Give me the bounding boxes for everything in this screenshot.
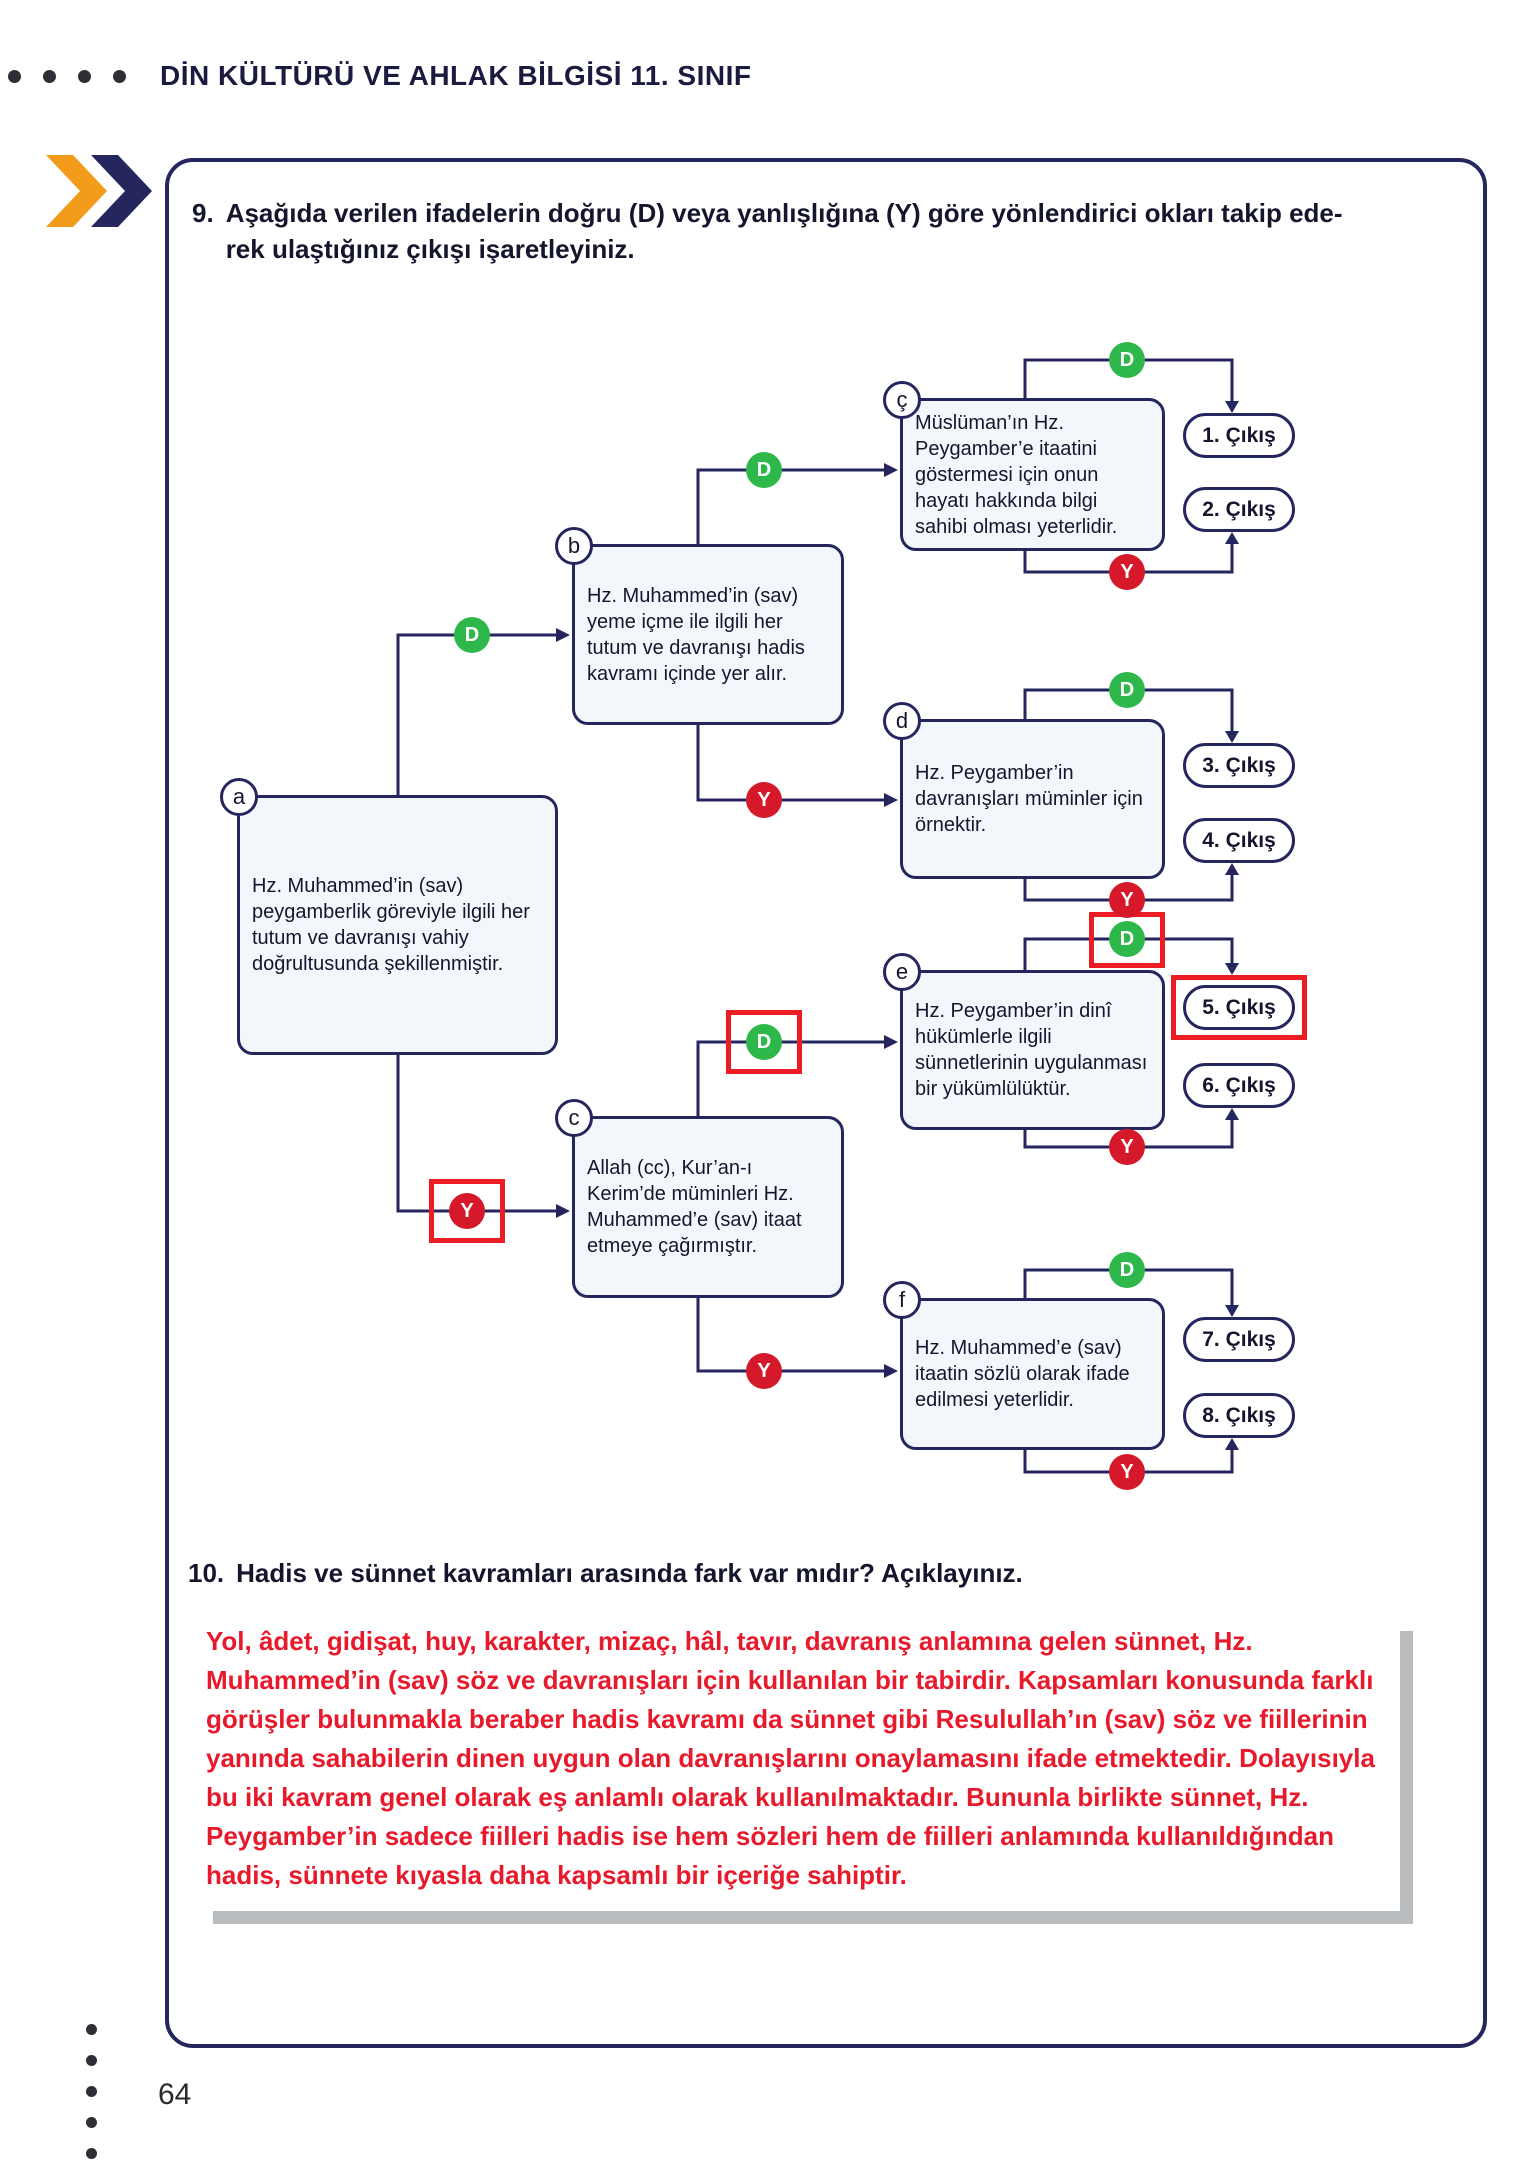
highlight-badge-a-y	[429, 1179, 505, 1243]
exit-5: 5. Çıkış	[1183, 985, 1295, 1030]
dot-icon	[43, 70, 56, 83]
flow-node-b: Hz. Muhammed’in (sav) yeme içme ile ilgi…	[572, 544, 844, 725]
flow-node-text: Müslüman’ın Hz. Peygamber’e itaatini gös…	[915, 411, 1118, 538]
dot-icon	[86, 2024, 97, 2035]
flow-node-c: Allah (cc), Kur’an-ı Kerim’de müminleri …	[572, 1116, 844, 1298]
question-number: 10.	[188, 1558, 225, 1588]
node-label-b: b	[555, 527, 593, 565]
flow-node-text: Hz. Muhammed’in (sav) yeme içme ile ilgi…	[587, 584, 805, 685]
connector-b-cc	[696, 463, 898, 544]
node-label-e: e	[883, 953, 921, 991]
exit-2: 2. Çıkış	[1183, 487, 1295, 532]
node-label-d: d	[883, 702, 921, 740]
connector-c-f	[696, 1298, 898, 1378]
flow-node-text: Hz. Muhammed’e (sav) itaatin sözlü olara…	[915, 1337, 1130, 1411]
question-10: 10. Hadis ve sünnet kavramları arasında …	[188, 1556, 1448, 1592]
badge-y-d-exit4: Y	[1109, 882, 1145, 918]
flow-node-a: Hz. Muhammed’in (sav) peygamberlik görev…	[237, 795, 558, 1055]
highlight-exit-5	[1171, 975, 1307, 1040]
flow-node-text: Hz. Peygamber’in dinî hükümlerle ilgili …	[915, 1000, 1148, 1100]
decorative-dots-header	[8, 70, 126, 83]
badge-y-e-exit6: Y	[1109, 1129, 1145, 1165]
page-title: DİN KÜLTÜRÜ VE AHLAK BİLGİSİ 11. SINIF	[160, 60, 752, 91]
connector-b-d	[696, 725, 898, 807]
question-text: Aşağıda verilen ifadelerin doğru (D) vey…	[225, 198, 1343, 264]
dot-icon	[78, 70, 91, 83]
dot-icon	[86, 2117, 97, 2128]
question-text: Hadis ve sünnet kavramları arasında fark…	[236, 1558, 1023, 1588]
exit-1: 1. Çıkış	[1183, 413, 1295, 458]
badge-d-cc-exit1: D	[1109, 342, 1145, 378]
exit-3: 3. Çıkış	[1183, 743, 1295, 788]
exit-6: 6. Çıkış	[1183, 1063, 1295, 1108]
connector-a-b	[396, 628, 570, 795]
dot-icon	[86, 2055, 97, 2066]
node-label-cc: ç	[883, 381, 921, 419]
badge-y-b-d: Y	[746, 782, 782, 818]
node-label-a: a	[220, 778, 258, 816]
double-chevron-icon	[46, 150, 158, 237]
flow-node-e: Hz. Peygamber’in dinî hükümlerle ilgili …	[900, 970, 1165, 1130]
connector-c-e	[696, 1035, 898, 1116]
badge-y-c-f: Y	[746, 1353, 782, 1389]
highlight-badge-c-d	[726, 1010, 802, 1074]
question-9: 9. Aşağıda verilen ifadelerin doğru (D) …	[192, 196, 1452, 268]
node-label-c: c	[555, 1099, 593, 1137]
flow-node-cc: Müslüman’ın Hz. Peygamber’e itaatini gös…	[900, 398, 1165, 551]
badge-y-cc-exit2: Y	[1109, 554, 1145, 590]
dot-icon	[86, 2086, 97, 2097]
dot-icon	[8, 70, 21, 83]
decorative-dots-footer	[86, 2024, 97, 2159]
badge-y-f-exit8: Y	[1109, 1454, 1145, 1490]
flow-node-text: Allah (cc), Kur’an-ı Kerim’de müminleri …	[587, 1157, 802, 1257]
flow-node-text: Hz. Peygamber’in davranışları müminler i…	[915, 762, 1143, 836]
exit-4: 4. Çıkış	[1183, 818, 1295, 863]
flow-node-f: Hz. Muhammed’e (sav) itaatin sözlü olara…	[900, 1298, 1165, 1450]
flow-node-d: Hz. Peygamber’in davranışları müminler i…	[900, 719, 1165, 879]
badge-y-a-c: Y	[449, 1193, 485, 1229]
exit-8: 8. Çıkış	[1183, 1393, 1295, 1438]
badge-d-b-cc: D	[746, 452, 782, 488]
badge-d-a-b: D	[454, 617, 490, 653]
flow-node-text: Hz. Muhammed’in (sav) peygamberlik görev…	[252, 875, 530, 975]
badge-d-c-e: D	[746, 1024, 782, 1060]
badge-d-f-exit7: D	[1109, 1252, 1145, 1288]
question-number: 9.	[192, 198, 214, 228]
dot-icon	[86, 2148, 97, 2159]
badge-d-d-exit3: D	[1109, 672, 1145, 708]
badge-d-e-exit5: D	[1109, 921, 1145, 957]
dot-icon	[113, 70, 126, 83]
node-label-f: f	[883, 1281, 921, 1319]
page-number: 64	[158, 2078, 192, 2111]
exit-7: 7. Çıkış	[1183, 1317, 1295, 1362]
answer-text: Yol, âdet, gidişat, huy, karakter, mizaç…	[200, 1618, 1400, 1911]
